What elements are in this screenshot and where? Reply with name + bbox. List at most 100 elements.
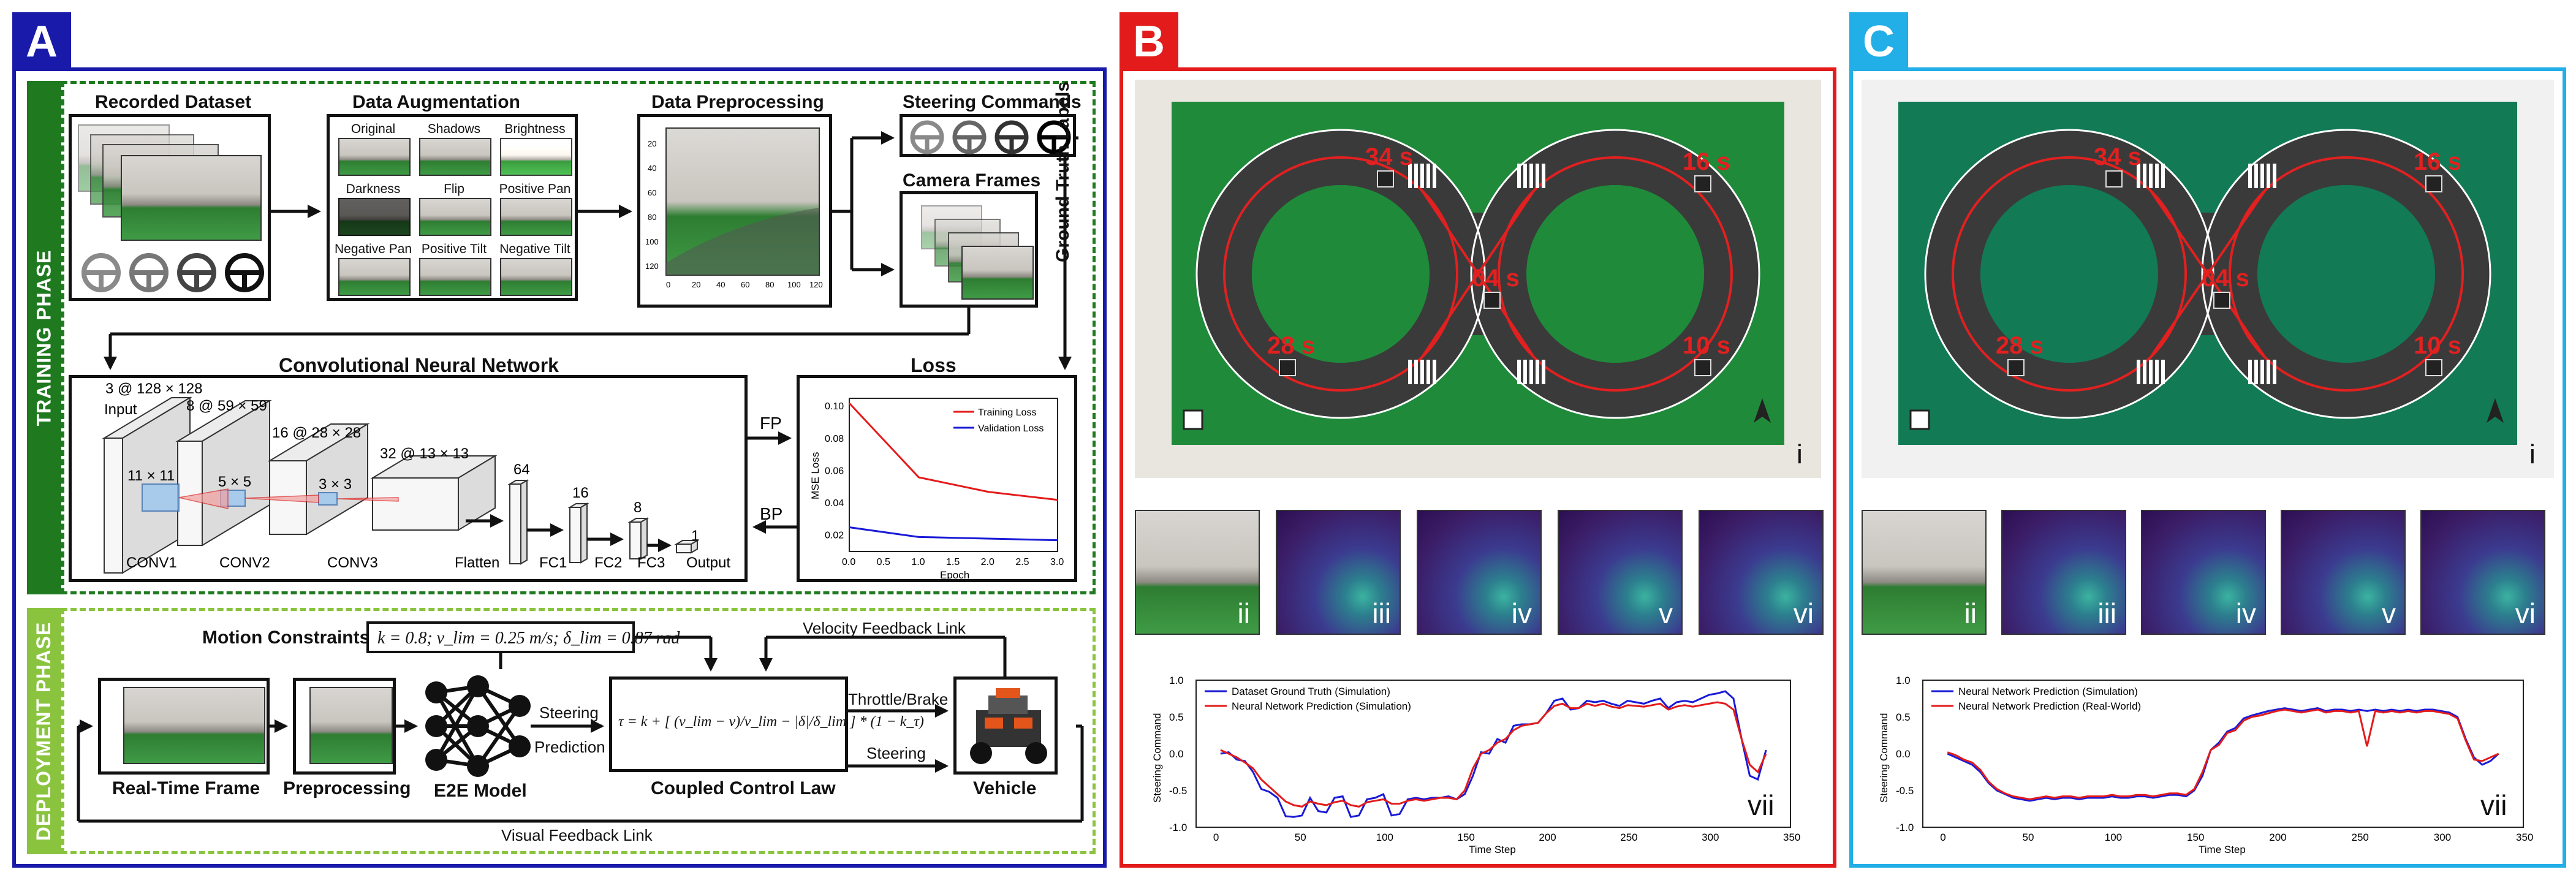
trajectory-left <box>1223 156 1458 392</box>
camera-frames-title: Camera Frames <box>903 170 1041 191</box>
b-feature-map-vi: vi <box>1699 510 1824 635</box>
fp-label: FP <box>760 414 782 433</box>
cnn-fc1-label: FC1 <box>539 555 567 571</box>
vehicle-marker <box>1279 359 1296 376</box>
steer-ylabel: Steering Command <box>1151 713 1163 803</box>
qr-icon <box>1183 409 1203 430</box>
steer-x-tick: 50 <box>2023 832 2034 843</box>
augmentation-image <box>500 258 572 296</box>
vehicle-robot-icon <box>970 688 1047 764</box>
vehicle-marker <box>2425 359 2442 376</box>
steer-legend-label: Dataset Ground Truth (Simulation) <box>1232 686 1390 697</box>
vehicle-marker <box>2425 175 2442 192</box>
crosswalk-stripe <box>1523 164 1527 188</box>
cnn-fc2-label: FC2 <box>594 555 622 571</box>
augmentation-image <box>500 138 572 176</box>
steer-y-tick: -0.5 <box>1896 785 1914 797</box>
svg-text:80: 80 <box>765 280 774 289</box>
steer-series-line <box>1220 701 1767 808</box>
control-equation: τ = k + [ (v_lim − v)/v_lim − |δ|/δ_lim … <box>618 714 924 730</box>
steer-y-tick: 0.0 <box>1169 748 1184 760</box>
roman-vi: vi <box>2515 597 2536 629</box>
steer-legend-label: Neural Network Prediction (Simulation) <box>1232 700 1411 712</box>
motion-constraints-box: k = 0.8; v_lim = 0.25 m/s; δ_lim = 0.87 … <box>366 621 680 653</box>
c-feature-map-vi: vi <box>2420 510 2545 635</box>
steering-prediction-label-2: Prediction <box>534 738 605 756</box>
crosswalk-stripe <box>1414 164 1418 188</box>
dataset-frame-main <box>121 155 262 241</box>
steer-x-tick: 350 <box>1783 832 1800 843</box>
steer-y-tick: -1.0 <box>1169 822 1187 833</box>
cnn-kernel-3 <box>318 492 338 506</box>
vehicle-marker <box>1377 170 1394 188</box>
fc-flatten-bar-front <box>509 483 521 564</box>
roman-v: v <box>2382 597 2396 629</box>
loss-x-tick: 2.0 <box>981 557 994 567</box>
steering-wheel-icon <box>1037 120 1071 154</box>
cnn-output-label: Output <box>686 555 730 571</box>
roman-v: v <box>1659 597 1673 629</box>
preprocessing-box <box>293 678 396 775</box>
steering-commands-icons <box>910 120 1071 154</box>
steering-wheel-icon <box>129 253 169 292</box>
track-right-edge <box>1470 129 1760 419</box>
track-right-edge <box>2201 129 2491 419</box>
c-feature-map-iii: iii <box>2001 510 2126 635</box>
steering-commands-title: Steering Commands <box>903 92 1082 112</box>
roman-ii: ii <box>1964 597 1977 629</box>
crosswalk-stripe <box>1408 360 1412 384</box>
bp-label: BP <box>760 504 782 523</box>
crosswalk-stripe <box>1542 164 1545 188</box>
crosswalk-stripe <box>1536 164 1539 188</box>
b-camera-frame: ii <box>1135 510 1260 635</box>
track-time-label: 28 s <box>1996 332 2044 359</box>
motion-constraints-title: Motion Constraints <box>202 627 370 648</box>
steer-x-tick: 200 <box>2269 832 2286 843</box>
steer-x-tick: 250 <box>2352 832 2369 843</box>
constraints-equation: k = 0.8; v_lim = 0.25 m/s; δ_lim = 0.87 … <box>377 629 680 648</box>
steer-y-tick: 0.0 <box>1896 748 1911 760</box>
steer-x-tick: 350 <box>2516 832 2533 843</box>
roman-iv: iv <box>1511 597 1532 629</box>
preprocessing-image <box>309 687 393 764</box>
crosswalk-stripe <box>2149 164 2153 188</box>
svg-text:20: 20 <box>692 280 700 289</box>
cnn-kernel-1 <box>142 483 180 512</box>
c-feature-map-iv: iv <box>2141 510 2266 635</box>
steering-wheel-icon <box>952 120 987 154</box>
track-time-label: 34 s <box>1365 143 1413 170</box>
cnn-kernel3-label: 3 × 3 <box>319 476 352 493</box>
augmentation-image <box>419 258 491 296</box>
crosswalk-stripe <box>1517 164 1521 188</box>
loss-legend-label: Training Loss <box>978 407 1036 418</box>
crosswalk-stripe <box>2273 360 2276 384</box>
fc-flatten-bar-side <box>520 479 528 565</box>
loss-y-tick: 0.10 <box>825 401 844 412</box>
coupled-control-box: τ = k + [ (v_lim − v)/v_lim − |δ|/δ_lim … <box>609 676 924 772</box>
cnn-conv1-dim: 8 @ 59 × 59 <box>186 398 267 414</box>
vehicle-marker <box>2213 292 2230 309</box>
data-augmentation-title: Data Augmentation <box>352 92 520 112</box>
steering-wheel-icon <box>177 253 216 292</box>
augmentation-image <box>500 198 572 236</box>
augmentation-image <box>338 258 411 296</box>
svg-text:80: 80 <box>648 213 656 222</box>
svg-text:60: 60 <box>648 188 656 197</box>
steer-x-tick: 100 <box>2105 832 2122 843</box>
svg-text:100: 100 <box>787 280 801 289</box>
loss-x-tick: 1.0 <box>911 557 925 567</box>
recorded-dataset-box <box>69 114 271 301</box>
north-arrow-icon <box>1754 398 1771 423</box>
svg-text:20: 20 <box>648 139 656 148</box>
steer-ylabel: Steering Command <box>1878 713 1890 803</box>
loss-y-tick: 0.02 <box>825 531 844 541</box>
preprocessing-label: Preprocessing <box>283 778 411 798</box>
steer-y-tick: -1.0 <box>1896 822 1914 833</box>
c-camera-frame: ii <box>1862 510 1987 635</box>
e2e-model-label: E2E Model <box>434 781 527 801</box>
loss-xlabel: Epoch <box>940 569 969 581</box>
crosswalk-stripe <box>2254 164 2258 188</box>
crosswalk-stripe <box>2267 164 2270 188</box>
loss-x-tick: 2.5 <box>1015 557 1029 567</box>
